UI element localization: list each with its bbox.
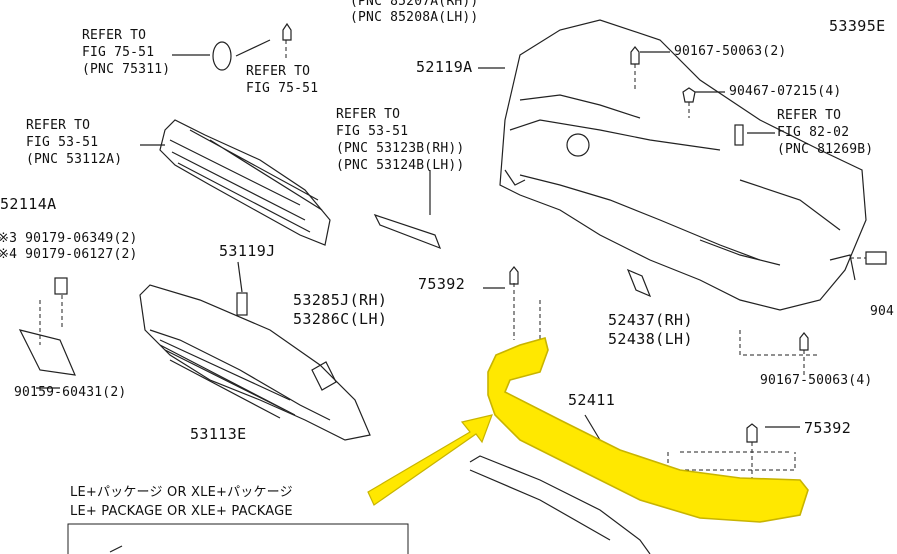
clip-52114a	[54, 277, 68, 295]
lower-spoiler	[469, 455, 651, 554]
ref-53-51-b-line3: (PNC 53123B(RH))	[336, 141, 465, 156]
bolt-90167-top: 90167-50063(2)	[674, 44, 787, 59]
ref-82-02-line3: (PNC 81269B)	[777, 142, 874, 157]
part-75392-b: 75392	[804, 419, 852, 437]
clip-90467: 90467-07215(4)	[729, 84, 842, 99]
top-ref-rh: (PNC 85207A(RH))	[350, 0, 479, 9]
package-note-en: LE+ PACKAGE OR XLE+ PACKAGE	[70, 504, 293, 519]
part-904: 904	[870, 304, 895, 319]
highlighted-part-52411	[487, 337, 809, 523]
part-53119j	[236, 292, 248, 316]
ref-75-51-b-line1: REFER TO	[246, 64, 311, 79]
package-note-jp: LE+パッケージ OR XLE+パッケージ	[70, 485, 293, 500]
ref-53-51-a-line3: (PNC 53112A)	[26, 152, 123, 167]
garnish-53123b	[373, 213, 442, 250]
part-75392-a: 75392	[418, 275, 466, 293]
part-904	[865, 251, 887, 265]
ref-53-51-a-line2: FIG 53-51	[26, 135, 99, 150]
part-52438: 52438(LH)	[608, 330, 693, 348]
ref-75-51-a-line2: FIG 75-51	[82, 45, 155, 60]
part-81269b	[734, 124, 744, 146]
ref-53-51-b-line4: (PNC 53124B(LH))	[336, 158, 465, 173]
part-52411: 52411	[568, 391, 616, 409]
lower-grille-53113e	[139, 284, 371, 441]
screw-4: ※4 90179-06127(2)	[0, 247, 138, 262]
bolts	[282, 22, 809, 443]
part-53286c: 53286C(LH)	[293, 310, 388, 328]
ref-53-51-a-line1: REFER TO	[26, 118, 91, 133]
top-ref-lh: (PNC 85208A(LH))	[350, 10, 479, 25]
part-52119a: 52119A	[416, 58, 473, 76]
ref-75-51-a-line3: (PNC 75311)	[82, 62, 171, 77]
grille-53112a	[159, 119, 331, 246]
bracket-52437	[626, 268, 652, 298]
clip-90159: 90159-60431(2)	[14, 385, 127, 400]
ref-82-02-line1: REFER TO	[777, 108, 842, 123]
screw-3: ※3 90179-06349(2)	[0, 231, 138, 246]
part-53113e: 53113E	[190, 425, 247, 443]
bumper-cover-52119a	[499, 19, 867, 311]
ref-75-51-b-line2: FIG 75-51	[246, 81, 319, 96]
ref-75-51-a-line1: REFER TO	[82, 28, 147, 43]
ref-82-02-line2: FIG 82-02	[777, 125, 850, 140]
ref-53-51-b-line1: REFER TO	[336, 107, 401, 122]
bracket-53285j	[311, 361, 337, 391]
ref-53-51-b-line2: FIG 53-51	[336, 124, 409, 139]
part-53119j: 53119J	[219, 242, 276, 260]
part-53285j: 53285J(RH)	[293, 291, 388, 309]
part-52114a: 52114A	[0, 195, 57, 213]
emblem-75311	[212, 41, 232, 71]
highlight-arrow	[367, 414, 493, 506]
part-52437: 52437(RH)	[608, 311, 693, 329]
bolt-90167-bottom: 90167-50063(4)	[760, 373, 873, 388]
bracket-52114a	[18, 329, 76, 376]
part-53395e: 53395E	[829, 17, 886, 35]
